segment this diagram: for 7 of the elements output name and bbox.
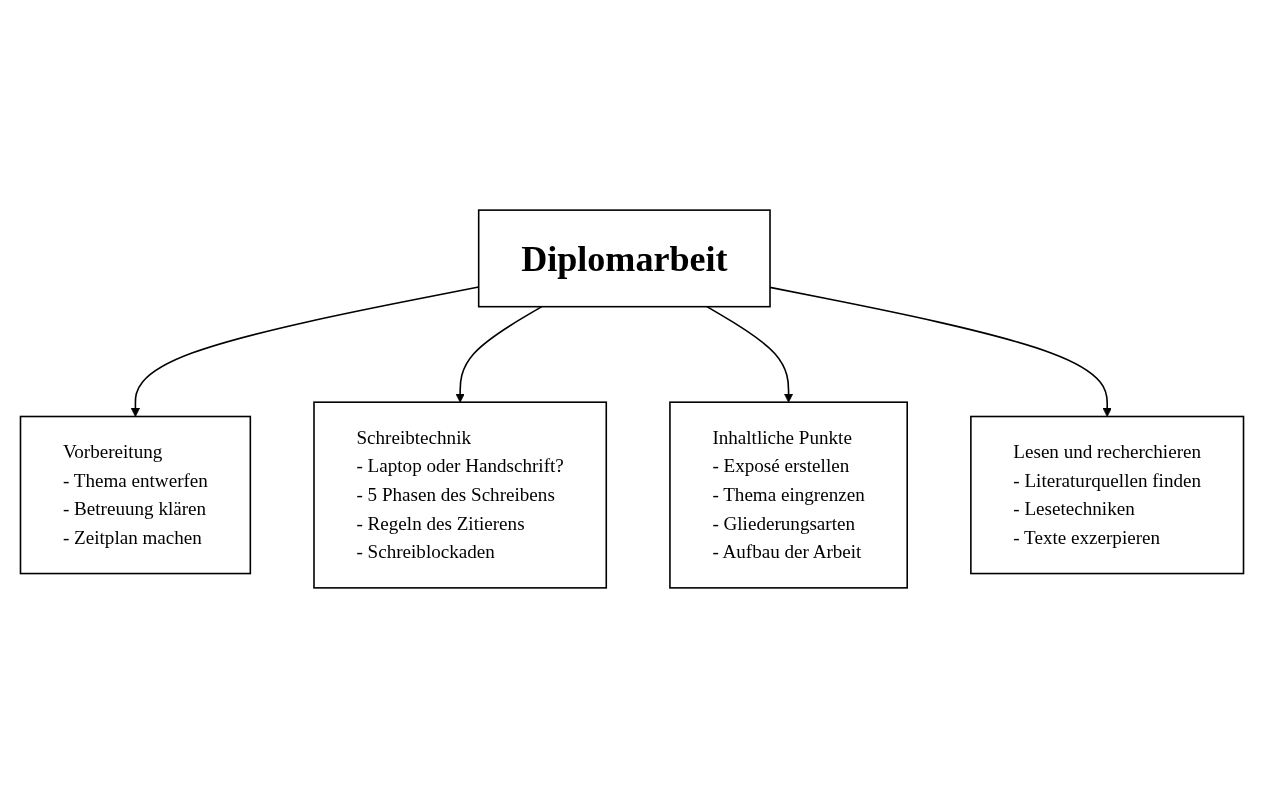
node-box: Lesen und recherchieren - Literaturquellen finden - Lesetechniken - Texte exzerpieren: [970, 415, 1245, 575]
node-box: Schreibtechnik - Laptop oder Handschrift? - 5 Phasen des Schreibens - Regeln des Zitierens - Schreiblockaden: [313, 401, 608, 589]
node-box: Diplomarbeit: [477, 209, 771, 308]
arrow: [455, 305, 543, 403]
arrow: [706, 305, 794, 403]
node-box: Vorbereitung - Thema entwerfen - Betreuung klären - Zeitplan machen: [19, 415, 252, 575]
node-box: Inhaltliche Punkte - Exposé erstellen - Thema eingrenzen - Gliederungsarten - Aufbau der Arbeit: [669, 401, 908, 589]
